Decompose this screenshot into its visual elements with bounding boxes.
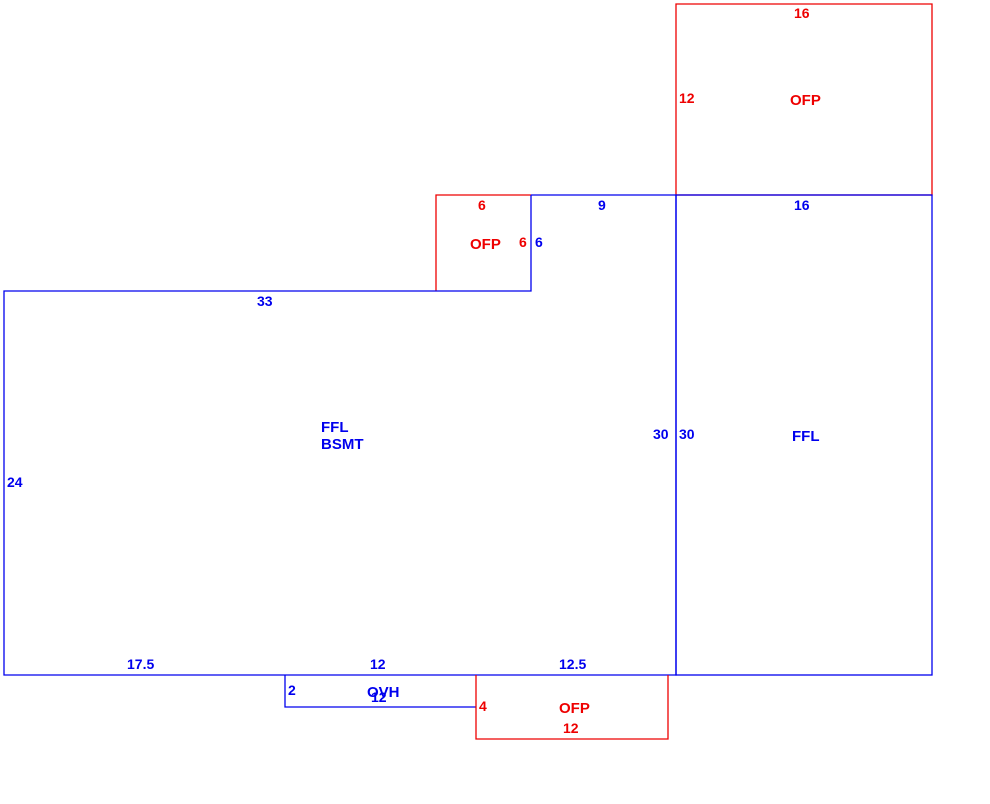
- dim-ofp-mid-side: 6: [519, 234, 527, 250]
- dim-ffl-right-left: 30: [679, 426, 695, 442]
- dim-ffl-main-notch-side: 6: [535, 234, 543, 250]
- ofp-middle-outline: [435, 194, 531, 291]
- ofp-middle-label: OFP: [470, 236, 501, 253]
- dim-ffl-main-bottom-left: 17.5: [127, 656, 154, 672]
- dim-ffl-right-top: 16: [794, 197, 810, 213]
- ovh-label: OVH: [367, 684, 400, 701]
- ofp-bottom-outline: [475, 675, 669, 740]
- outlines: [3, 3, 933, 740]
- dim-ovh-bottom: 12: [371, 689, 387, 705]
- dim-ofp-mid-top: 6: [478, 197, 486, 213]
- ofp-bottom-label: OFP: [559, 700, 590, 717]
- dim-ffl-main-left: 24: [7, 474, 23, 490]
- dim-ffl-main-upper-top: 9: [598, 197, 606, 213]
- ofp-top-label: OFP: [790, 92, 821, 109]
- dim-ofp-top-depth: 12: [679, 90, 695, 106]
- ffl-bsmt-outline: [3, 194, 677, 676]
- dim-ofp-bottom-side: 4: [479, 698, 487, 714]
- area-labels: FFL BSMT FFL OFP OFP OFP OVH: [321, 92, 821, 717]
- dim-ffl-main-bottom-right: 12.5: [559, 656, 586, 672]
- ffl-bsmt-label-line1: FFL: [321, 419, 349, 436]
- dimension-labels: 16 12 16 30 30 9 6 6 6 33 24 17.5 12 12.…: [7, 5, 810, 736]
- ffl-right-label: FFL: [792, 428, 820, 445]
- dim-ffl-main-right: 30: [653, 426, 669, 442]
- ffl-bsmt-label-line2: BSMT: [321, 436, 364, 453]
- dim-ovh-side: 2: [288, 682, 296, 698]
- dim-ffl-main-top: 33: [257, 293, 273, 309]
- dim-ofp-bottom-width: 12: [563, 720, 579, 736]
- dim-ffl-main-bottom-mid: 12: [370, 656, 386, 672]
- dim-ofp-top-width: 16: [794, 5, 810, 21]
- ovh-outline: [284, 675, 476, 708]
